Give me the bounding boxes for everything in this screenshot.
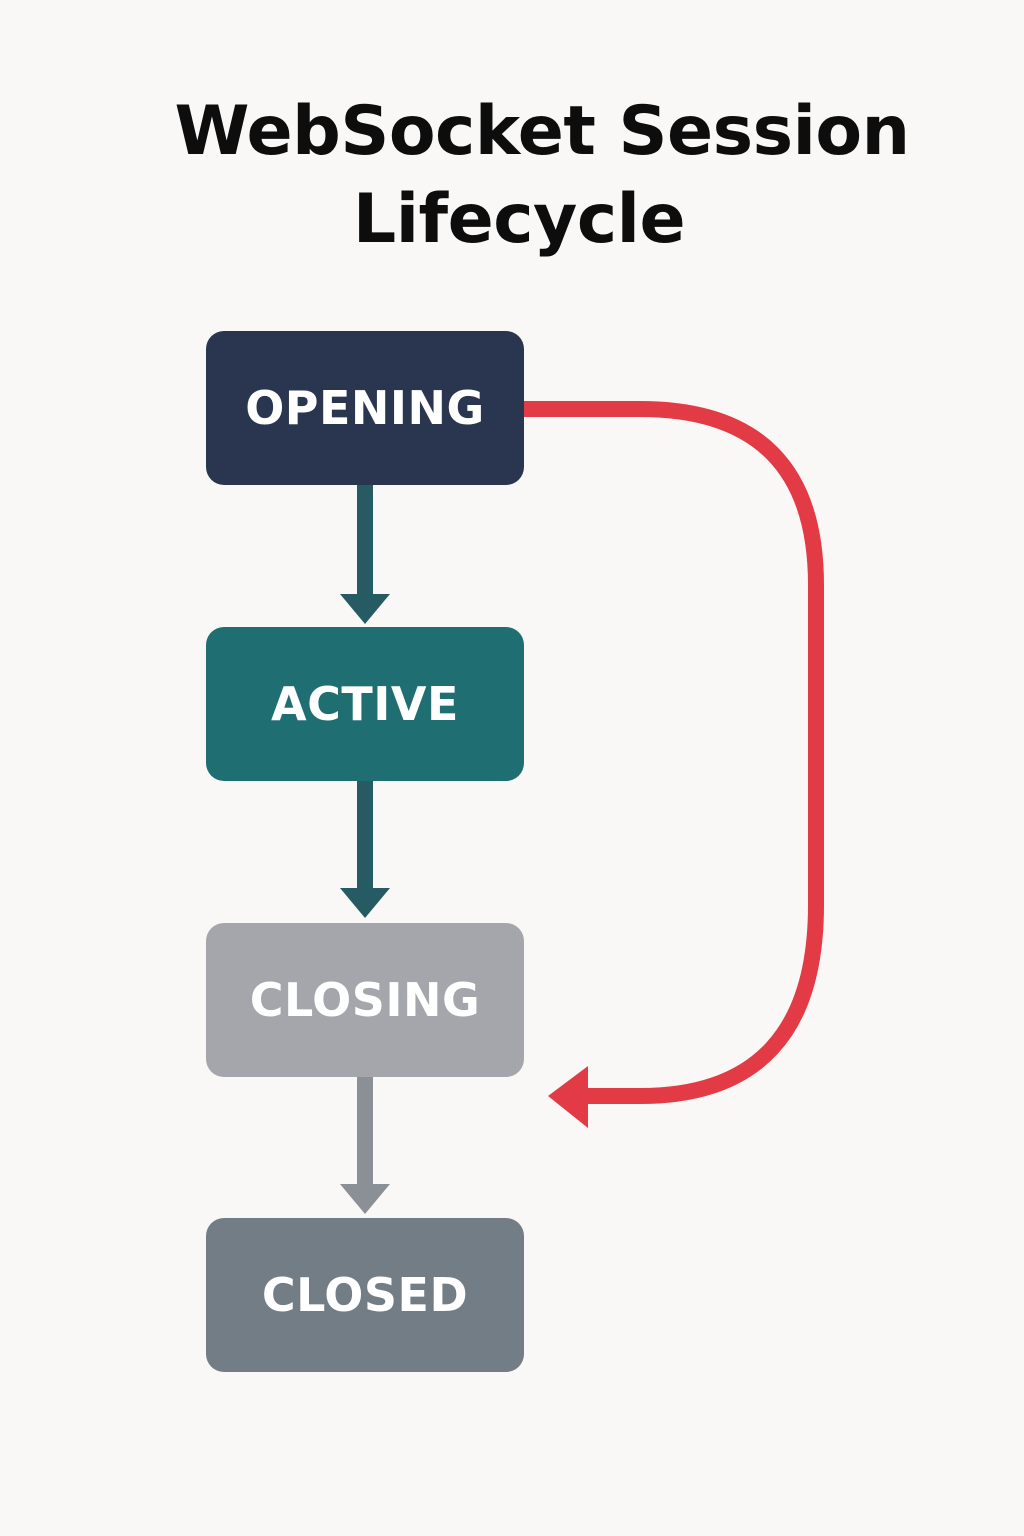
state-opening-label: OPENING <box>245 381 485 435</box>
title-line-1: WebSocket Session <box>174 92 910 171</box>
state-closed: CLOSED <box>206 1218 524 1372</box>
state-active-label: ACTIVE <box>271 677 459 731</box>
arrow-closing-to-closed <box>340 1076 390 1214</box>
state-opening: OPENING <box>206 331 524 485</box>
state-closing-label: CLOSING <box>249 973 481 1027</box>
state-closing: CLOSING <box>206 923 524 1077</box>
title-line-2: Lifecycle <box>352 180 686 259</box>
arrow-opening-to-closing <box>524 401 824 1128</box>
state-active: ACTIVE <box>206 627 524 781</box>
diagram-title: WebSocket Session Lifecycle <box>0 88 1024 264</box>
arrow-opening-to-active <box>340 484 390 624</box>
state-closed-label: CLOSED <box>261 1268 469 1322</box>
arrow-active-to-closing <box>340 780 390 918</box>
